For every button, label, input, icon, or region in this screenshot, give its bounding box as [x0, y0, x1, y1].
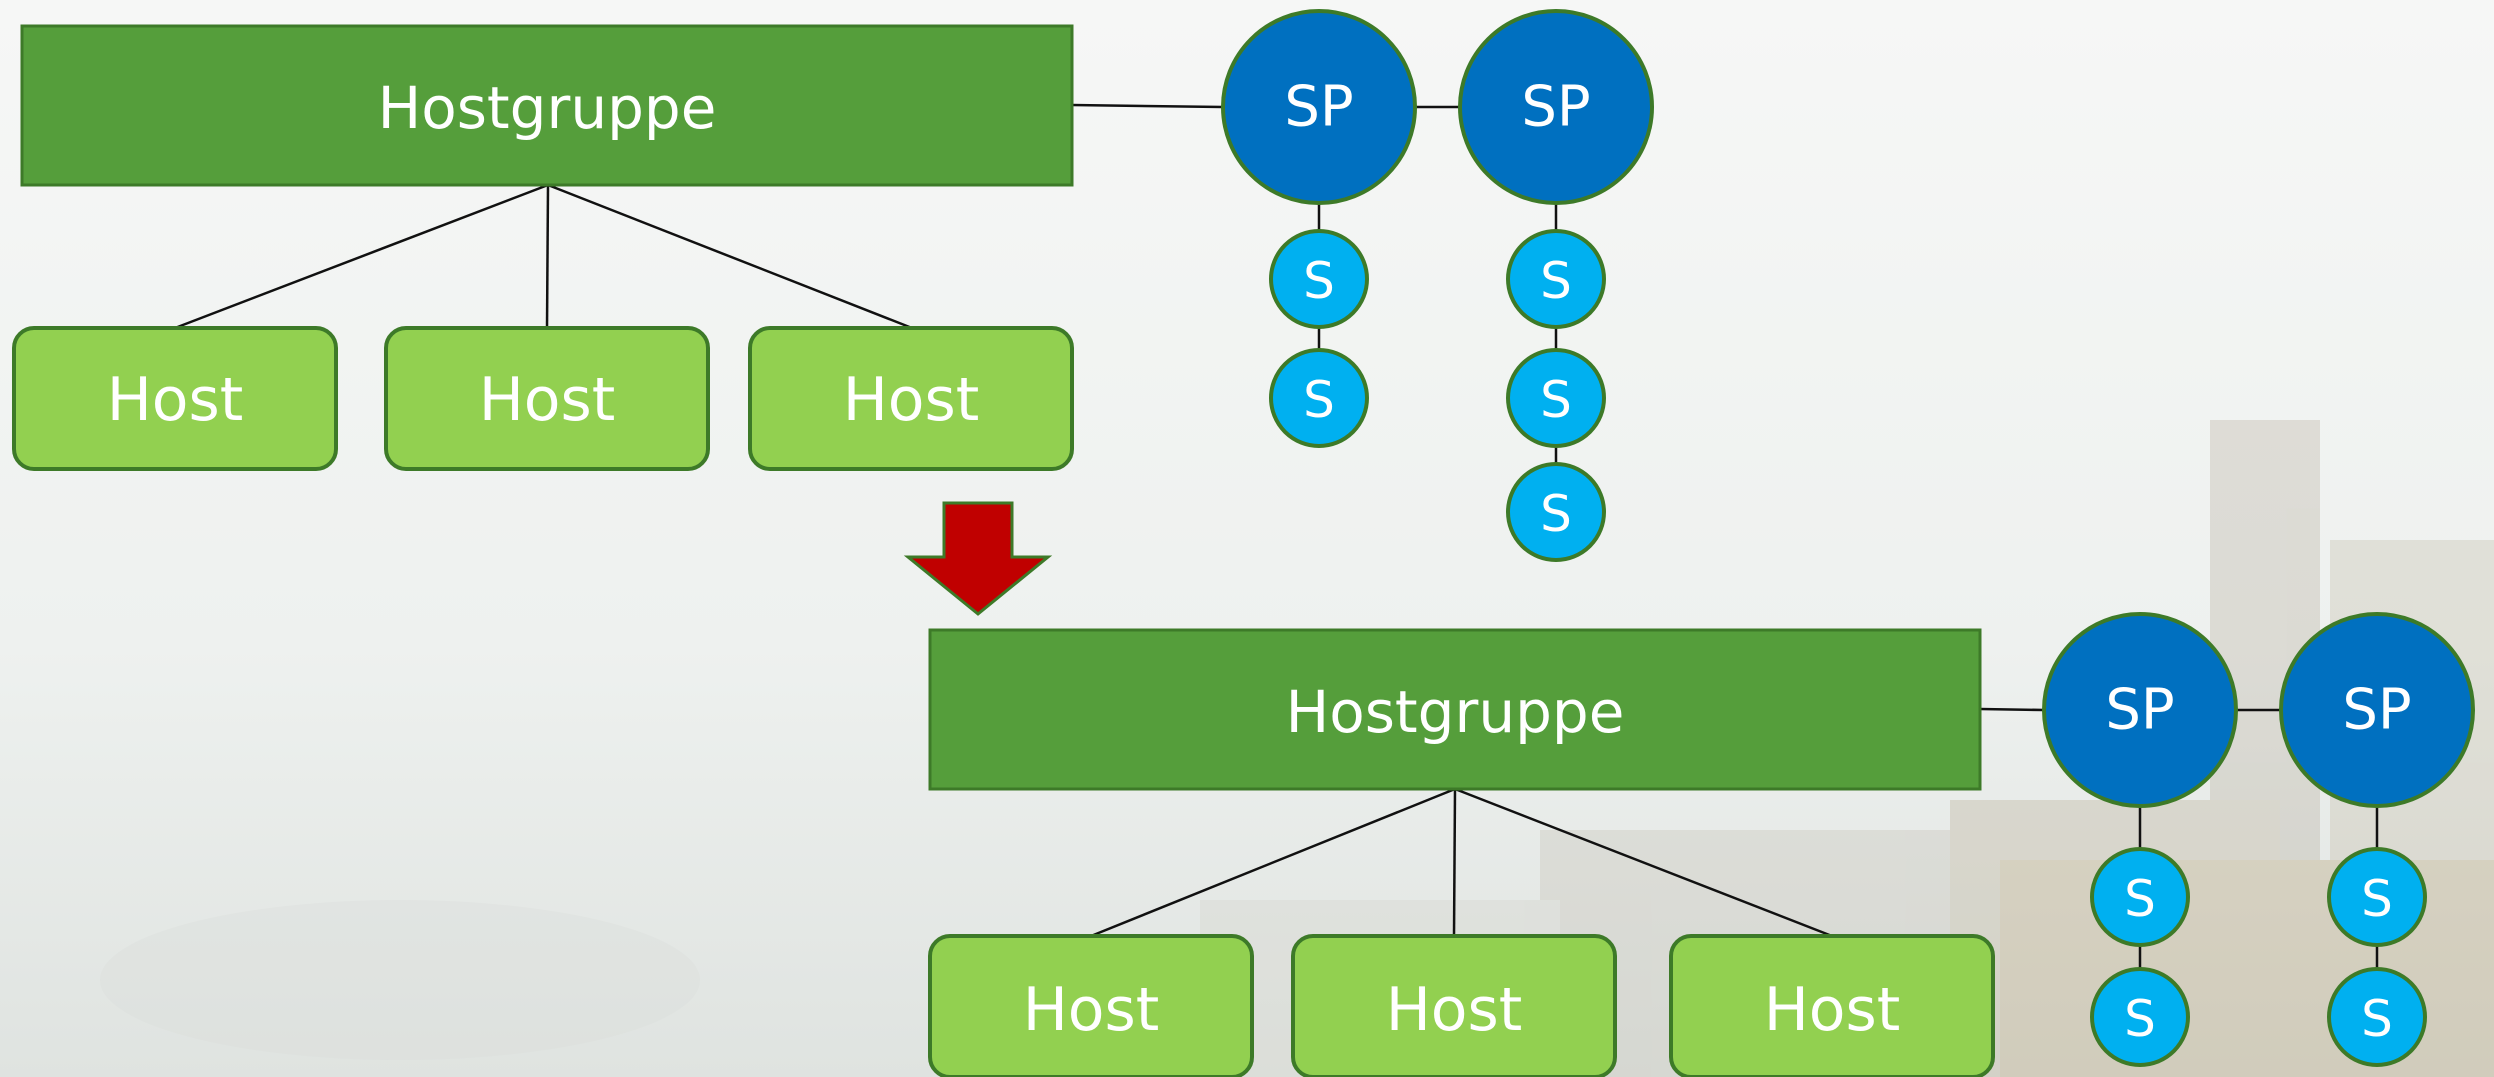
- storage-pool-node: SP: [2279, 612, 2475, 808]
- hostgroup-label: Hostgruppe: [1286, 678, 1625, 746]
- hostgroup-box: Hostgruppe: [928, 628, 1982, 791]
- service-label: S: [2361, 990, 2393, 1048]
- connector-line: [174, 183, 549, 330]
- bottom-diagram: Hostgruppe Host Host Host SP SP S S: [928, 612, 2475, 1077]
- storage-pool-label: SP: [2342, 678, 2411, 743]
- host-box: Host: [928, 934, 1254, 1077]
- host-label: Host: [843, 365, 980, 435]
- service-label: S: [1303, 252, 1335, 310]
- storage-pool-label: SP: [1521, 75, 1590, 140]
- host-label: Host: [479, 365, 616, 435]
- top-diagram: Hostgruppe Host Host Host SP SP S: [12, 9, 1654, 562]
- host-label: Host: [1764, 975, 1901, 1045]
- service-node: S: [1506, 348, 1606, 448]
- host-label: Host: [107, 365, 244, 435]
- service-node: S: [2327, 847, 2427, 947]
- service-label: S: [1540, 485, 1572, 543]
- service-label: S: [2124, 870, 2156, 928]
- service-node: S: [1269, 229, 1369, 329]
- host-box: Host: [12, 326, 338, 471]
- service-node: S: [1269, 348, 1369, 448]
- hostgroup-label: Hostgruppe: [378, 74, 717, 142]
- host-label: Host: [1386, 975, 1523, 1045]
- connector-line: [547, 183, 913, 330]
- host-box: Host: [384, 326, 710, 471]
- connector-line: [545, 184, 550, 329]
- connector-line: [1454, 787, 1833, 938]
- connector-line: [1452, 788, 1457, 937]
- service-label: S: [1540, 252, 1572, 310]
- service-label: S: [2361, 870, 2393, 928]
- down-arrow-icon: [903, 501, 1053, 616]
- service-label: S: [1303, 371, 1335, 429]
- service-node: S: [2090, 967, 2190, 1067]
- host-box: Host: [1669, 934, 1995, 1077]
- hostgroup-box: Hostgruppe: [20, 24, 1074, 187]
- connector-line: [1071, 103, 1224, 109]
- service-label: S: [1540, 371, 1572, 429]
- service-node: S: [2327, 967, 2427, 1067]
- host-box: Host: [1291, 934, 1617, 1077]
- host-label: Host: [1023, 975, 1160, 1045]
- host-box: Host: [748, 326, 1074, 471]
- storage-pool-node: SP: [1458, 9, 1654, 205]
- storage-pool-node: SP: [2042, 612, 2238, 808]
- connector-line: [1090, 787, 1456, 938]
- service-node: S: [1506, 462, 1606, 562]
- service-node: S: [2090, 847, 2190, 947]
- storage-pool-node: SP: [1221, 9, 1417, 205]
- connector-line: [1979, 707, 2045, 712]
- service-node: S: [1506, 229, 1606, 329]
- storage-pool-label: SP: [2105, 678, 2174, 743]
- storage-pool-label: SP: [1284, 75, 1353, 140]
- service-label: S: [2124, 990, 2156, 1048]
